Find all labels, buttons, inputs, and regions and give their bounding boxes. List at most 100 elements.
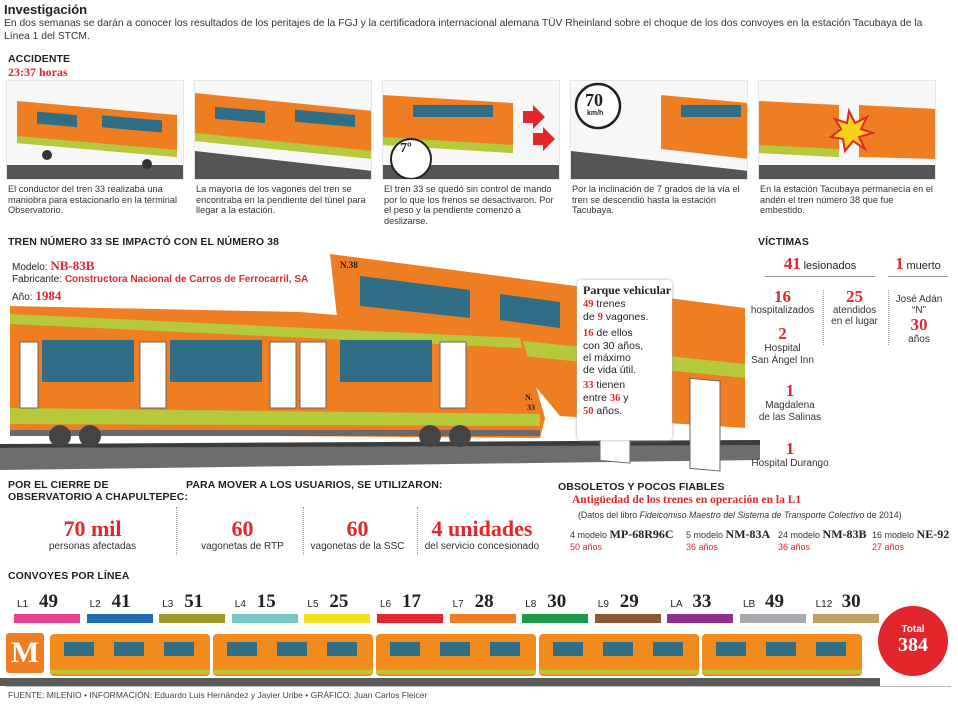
parque-i1-b: de [583, 311, 595, 323]
line-label-lb: LB [743, 599, 756, 610]
line-label-l4: L4 [234, 599, 246, 610]
ssc-stat: 60 vagonetas de la SSC [300, 516, 415, 553]
train-speed-icon [571, 82, 747, 179]
accident-step-3-illustration: 7º [382, 80, 560, 180]
line-color-bar-l9 [594, 614, 661, 623]
ssc-value: 60 [346, 516, 369, 541]
cierre-title-1: POR EL CIERRE DE [8, 479, 109, 491]
accident-step-5-illustration [758, 80, 936, 180]
line-color-bar-l8 [522, 614, 589, 623]
line-count-l2: 41 [111, 591, 131, 612]
grade-badge: 7º [400, 141, 412, 156]
model-mp68-age: 50 años [570, 542, 603, 552]
note-book: Fideicomiso Maestro del Sistema de Trans… [639, 510, 865, 520]
parque-trains-num: 49 [583, 299, 594, 310]
parque-vehicular-box: Parque vehicular 49 trenes de 9 vagones.… [577, 280, 672, 440]
accidente-title: ACCIDENTE [8, 53, 71, 65]
train-33-tag-b: 33 [527, 403, 535, 412]
affected-people-stat: 70 mil personas afectadas [15, 517, 170, 553]
injured-count: 41 [783, 254, 801, 273]
metro-car-window [327, 642, 357, 656]
line-color-bar-la [667, 614, 734, 623]
line-label-l9: L9 [597, 599, 609, 610]
concesionado-value: 4 unidades [431, 516, 533, 541]
parque-i2-c: el máximo [583, 352, 631, 364]
accident-step-4-illustration: 70 km/h [570, 80, 748, 180]
footer-rule [6, 686, 951, 687]
line-color-bar-l6 [377, 614, 443, 623]
accident-step-1-caption: El conductor del tren 33 realizaba una m… [8, 184, 178, 215]
affected-label: personas afectadas [48, 541, 137, 552]
metro-car-window [766, 642, 796, 656]
page-title: Investigación [4, 2, 88, 17]
metro-car-window [716, 642, 746, 656]
metro-car-window [227, 642, 257, 656]
hospital-1: 2 Hospital San Ángel Inn [740, 325, 825, 367]
accident-step-4-caption: Por la inclinación de 7 grados de la vía… [572, 184, 740, 215]
train-year-row: Año: 1984 [12, 288, 61, 304]
parque-i2-b: con 30 años, [583, 340, 644, 352]
line-label-l7: L7 [452, 599, 464, 610]
hospital-2-name-1: Magdalena [765, 400, 815, 411]
speed-value: 70 [585, 90, 603, 110]
line-color-bar-l3 [159, 614, 226, 623]
metro-car-window [653, 642, 683, 656]
dead-label: muerto [906, 260, 941, 272]
accident-step-1-illustration [6, 80, 184, 180]
victimas-divider-2 [888, 290, 889, 345]
total-badge: Total 384 [878, 606, 948, 676]
line-color-bar-l4 [231, 614, 298, 623]
parque-range-num: 33 [583, 380, 594, 391]
attended-label-1: atendidos [832, 305, 877, 316]
model-nm83a: 5 modelo NM-83A 36 años [686, 528, 770, 553]
metro-car-window [164, 642, 194, 656]
line-color-bar-l1 [14, 614, 80, 623]
model-nm83a-age: 36 años [686, 542, 719, 552]
victimas-divider-1 [823, 290, 824, 345]
parque-title: Parque vehicular [583, 283, 672, 297]
parque-i3-d: años. [596, 405, 623, 417]
line-count-lb: 49 [765, 591, 784, 612]
rtp-stat: 60 vagonetas de RTP [185, 516, 300, 553]
deceased-name-2: “N” [912, 305, 926, 316]
model-mp68-count: 4 modelo [570, 530, 608, 540]
metro-car-window [390, 642, 420, 656]
deceased-name-1: José Adán [895, 294, 943, 305]
metro-car-stripe [50, 670, 210, 674]
accident-step-2-illustration [194, 80, 372, 180]
victimas-dead: 1 muerto [888, 254, 948, 277]
total-label: Total [901, 624, 925, 635]
metro-car-window [553, 642, 583, 656]
metro-car-window [603, 642, 633, 656]
rtp-value: 60 [231, 516, 254, 541]
intro-text: En dos semanas se darán a conocer los re… [4, 18, 923, 42]
line-count-l12: 30 [841, 591, 861, 612]
metro-car-window [114, 642, 144, 656]
concesionado-stat: 4 unidades del servicio concesionado [418, 516, 546, 553]
collision-icon [759, 101, 935, 179]
model-nm83a-count: 5 modelo [686, 530, 724, 540]
line-color-bar-l5 [304, 614, 371, 623]
model-ne92: 16 modelo NE-92 27 años [872, 528, 949, 553]
parque-old-num: 16 [583, 328, 594, 339]
cierre-title-2: OBSERVATORIO A CHAPULTEPEC: [8, 491, 189, 503]
parque-i3-b: entre [583, 392, 607, 404]
metro-train-illustration [0, 634, 880, 686]
hospitalized-stat: 16 hospitalizados [745, 288, 820, 316]
parque-i3-a: tienen [596, 379, 626, 391]
deceased-stat: José Adán “N” 30 años [888, 294, 950, 345]
accident-step-2-caption: La mayoría de los vagones del tren se en… [196, 184, 366, 215]
model-value: NB-83B [50, 258, 95, 273]
hospital-3-name-1: Hospital Durango [751, 458, 829, 469]
attended-count: 25 [846, 287, 863, 306]
metro-car-window [816, 642, 846, 656]
year-label: Año: [12, 292, 33, 303]
note-pre: (Datos del libro [578, 510, 640, 520]
attended-stat: 25 atendidos en el lugar [822, 288, 887, 327]
stats-divider-1 [176, 507, 177, 555]
metro-car-window [277, 642, 307, 656]
line-label-l12: L12 [815, 599, 833, 610]
train-38-tag: N.38 [340, 260, 358, 270]
maker-value: Constructora Nacional de Carros de Ferro… [64, 274, 309, 285]
obsoletos-title: OBSOLETOS Y POCOS FIABLES [558, 481, 725, 493]
